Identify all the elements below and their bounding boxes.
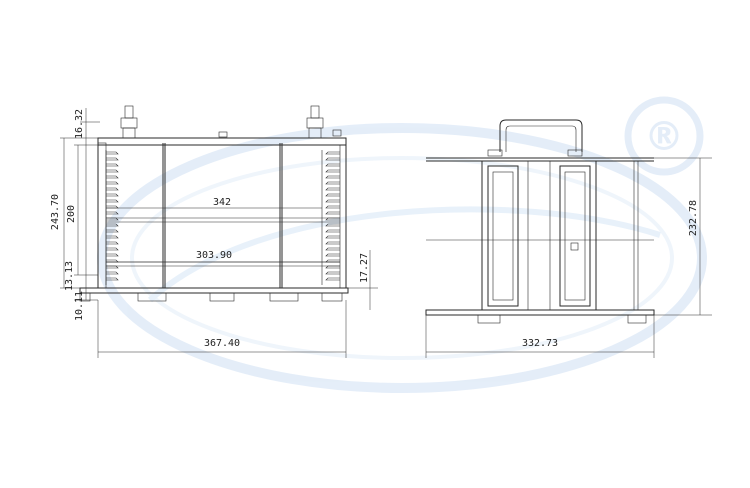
left-slot [106, 211, 119, 215]
dim-inner-width-b: 303.90 [196, 250, 232, 261]
left-slot [106, 157, 119, 161]
dim-inner-width-a: 342 [213, 197, 231, 208]
dim-side-overall-height: 232.78 [688, 200, 699, 236]
right-slot [325, 181, 340, 185]
right-slot [325, 247, 340, 251]
side-handle [499, 119, 583, 152]
watermark-logo: ® [97, 96, 707, 393]
right-slot [325, 229, 340, 233]
right-slot [325, 187, 340, 191]
left-slot [106, 175, 119, 179]
dim-side-overall-width: 332.73 [522, 338, 558, 349]
right-slot [325, 235, 340, 239]
front-frame [97, 137, 347, 289]
dim-top-offset: 16.32 [74, 109, 85, 139]
dim-overall-width: 367.40 [204, 338, 240, 349]
left-slot [106, 151, 119, 155]
right-slot [325, 163, 340, 167]
right-slot [325, 253, 340, 257]
left-slot [106, 193, 119, 197]
registered-mark-circle [624, 96, 704, 176]
left-slot [106, 169, 119, 173]
plate-slots [106, 151, 340, 281]
right-slot [325, 193, 340, 197]
left-top-handle [120, 105, 138, 139]
left-slot [106, 205, 119, 209]
right-slot [325, 199, 340, 203]
left-slot [106, 241, 119, 245]
dim-bottom-offset-b: 10.11 [74, 291, 85, 321]
watermark-swoosh [147, 206, 661, 303]
left-slot [106, 253, 119, 257]
right-slot [325, 151, 340, 155]
left-slot [106, 223, 119, 227]
side-view: 232.78 332.73 [425, 119, 712, 358]
left-slot [106, 235, 119, 239]
watermark-ellipse-inner [130, 156, 674, 360]
watermark-ellipse [97, 123, 707, 393]
registered-mark: ® [644, 114, 684, 160]
left-slot [106, 181, 119, 185]
right-slot [325, 157, 340, 161]
left-slot [106, 229, 119, 233]
left-slot [106, 199, 119, 203]
right-top-handle [306, 105, 324, 139]
right-slot [325, 277, 340, 281]
right-slot [325, 205, 340, 209]
right-slot [325, 175, 340, 179]
dim-bottom-offset-a: 13.13 [64, 261, 75, 291]
front-view: 16.32 243.70 200 13.13 10.11 17.27 342 3… [50, 105, 378, 358]
dim-right-offset: 17.27 [359, 253, 370, 283]
left-slot [106, 277, 119, 281]
right-slot [325, 223, 340, 227]
left-slot [106, 247, 119, 251]
right-slot [325, 271, 340, 275]
right-slot [325, 169, 340, 173]
dim-inner-height: 200 [66, 205, 77, 223]
dim-overall-height: 243.70 [50, 194, 61, 230]
left-slot [106, 163, 119, 167]
right-slot [325, 211, 340, 215]
right-slot [325, 241, 340, 245]
left-slot [106, 187, 119, 191]
left-slot [106, 271, 119, 275]
